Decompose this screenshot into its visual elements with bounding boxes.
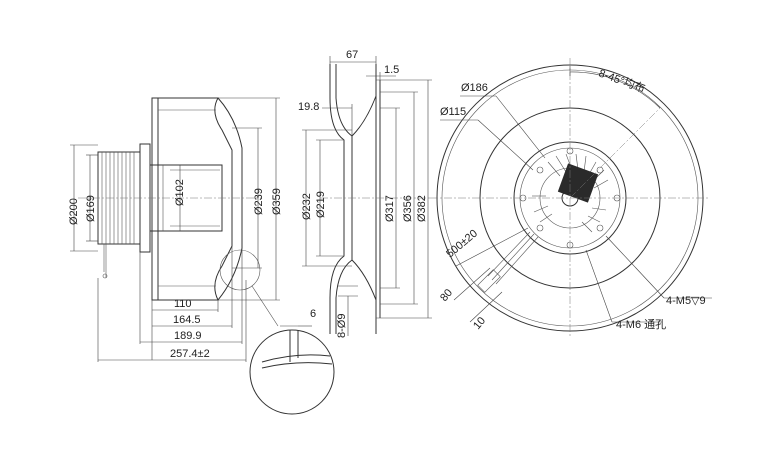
- dim-d317: Ø317: [384, 195, 396, 222]
- dim-m5-threads: 4-M5▽9: [666, 295, 706, 307]
- dim-d169: Ø169: [85, 195, 97, 222]
- dim-d200: Ø200: [68, 198, 80, 225]
- motor-label-plate: [557, 163, 599, 203]
- dim-d102: Ø102: [174, 179, 186, 206]
- dim-w1-5: 1.5: [384, 64, 399, 76]
- dim-w164-5: 164.5: [173, 314, 201, 326]
- dim-m6-through: 4-M6 通孔: [616, 318, 666, 331]
- dim-w10: 10: [471, 315, 488, 332]
- dim-d115: Ø115: [440, 106, 466, 118]
- dim-d359: Ø359: [271, 188, 283, 215]
- detail-marker-circle: [219, 249, 261, 291]
- dim-d219: Ø219: [315, 191, 327, 218]
- dim-d382: Ø382: [416, 195, 428, 222]
- dim-w67: 67: [346, 49, 358, 61]
- dim-w19-8: 19.8: [298, 101, 319, 113]
- dim-w189-9: 189.9: [174, 330, 202, 342]
- impeller-backplate: [151, 97, 159, 301]
- dim-d356: Ø356: [402, 195, 414, 222]
- dim-w110: 110: [174, 298, 192, 310]
- dim-d232: Ø232: [301, 193, 313, 220]
- front-view: 8-45°均布 Ø186 Ø115 500±20 80 10 4-: [430, 58, 712, 338]
- dim-angle-8x45: 8-45°均布: [597, 67, 647, 96]
- dim-gap6: 6: [310, 308, 316, 320]
- impeller-shroud: [158, 97, 233, 301]
- dim-d186: Ø186: [461, 82, 488, 94]
- side-view: Ø200 Ø169 Ø102 Ø239 Ø359: [68, 97, 283, 362]
- dim-cable-length: 500±20: [444, 228, 480, 261]
- dim-holes-8x9: 8-Ø9: [336, 314, 348, 338]
- dim-w257-4: 257.4±2: [170, 348, 210, 360]
- dim-d239: Ø239: [253, 188, 265, 215]
- dim-w80: 80: [438, 287, 455, 304]
- inlet-ring-view: 67 1.5 19.8 Ø232 Ø219: [298, 49, 432, 338]
- detail-view: 6: [249, 308, 335, 415]
